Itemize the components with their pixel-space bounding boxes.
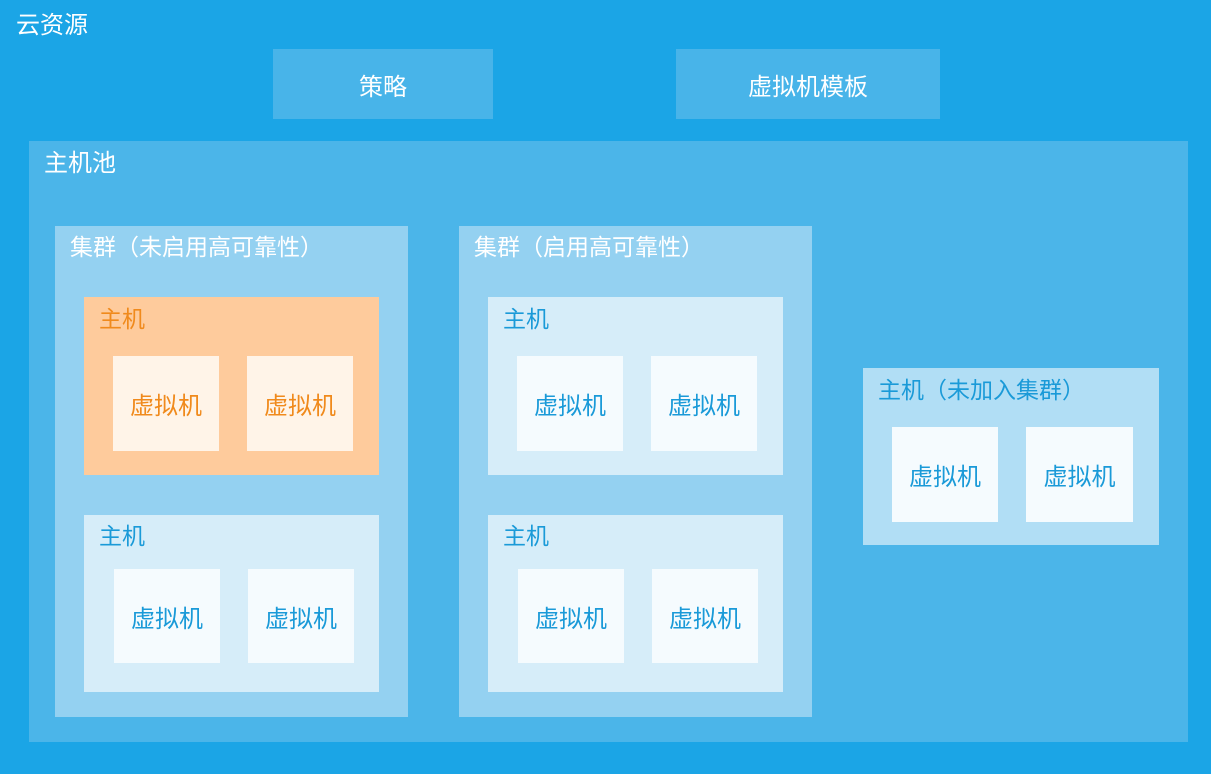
host-title: 主机: [99, 307, 145, 333]
standalone-host-title: 主机（未加入集群）: [878, 378, 1085, 404]
host-title: 主机: [503, 524, 549, 550]
vm-box: 虚拟机: [248, 569, 354, 663]
vm-box: 虚拟机: [892, 427, 998, 522]
vm-box: 虚拟机: [652, 569, 758, 663]
vm-box: 虚拟机: [1026, 427, 1133, 522]
host-pool-title: 主机池: [44, 149, 116, 177]
vm-box-highlight: 虚拟机: [247, 356, 353, 451]
vm-box: 虚拟机: [651, 356, 757, 451]
vm-box-highlight: 虚拟机: [113, 356, 219, 451]
cloud-resources-title: 云资源: [16, 11, 88, 39]
host-title: 主机: [99, 524, 145, 550]
vm-box: 虚拟机: [114, 569, 220, 663]
vm-box: 虚拟机: [518, 569, 624, 663]
vm-template-box[interactable]: 虚拟机模板: [676, 49, 940, 119]
cluster-no-ha-title: 集群（未启用高可靠性）: [70, 235, 323, 261]
cluster-ha-title: 集群（启用高可靠性）: [474, 235, 704, 261]
policy-box[interactable]: 策略: [273, 49, 493, 119]
host-title: 主机: [503, 307, 549, 333]
vm-box: 虚拟机: [517, 356, 623, 451]
